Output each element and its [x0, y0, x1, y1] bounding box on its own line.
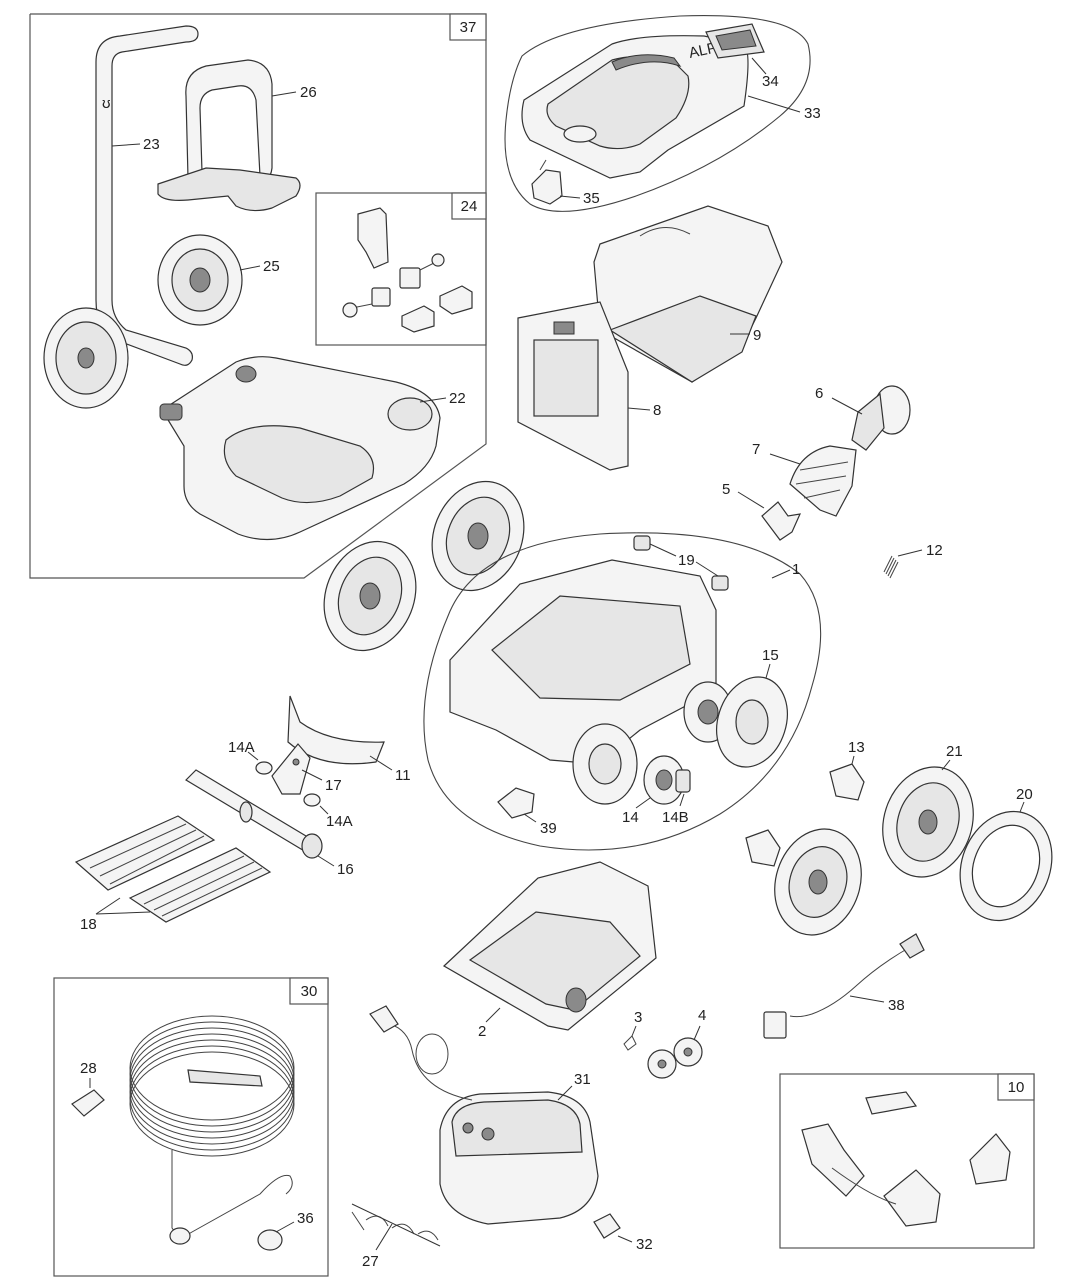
- callout-39: 39: [540, 820, 557, 837]
- callout-31: 31: [574, 1071, 591, 1088]
- callout-36: 36: [297, 1210, 314, 1227]
- callout-23: 23: [143, 136, 160, 153]
- callout-32: 32: [636, 1236, 653, 1253]
- clips-part-27: [351, 1211, 439, 1241]
- cable-part-38: [763, 933, 925, 1039]
- clip-part-19a: [633, 535, 651, 551]
- wheel-assembly-right: [774, 828, 862, 936]
- lid-latch-part-35: [531, 159, 563, 205]
- callout-1: 1: [792, 561, 800, 578]
- intake-part-6: [851, 385, 911, 451]
- swivel-part-28: [71, 1089, 105, 1117]
- filter-frame-part-8: [517, 301, 629, 471]
- callout-9: 9: [753, 327, 761, 344]
- drive-wheel-left-top: [431, 480, 525, 592]
- connector-part-32: [593, 1213, 621, 1239]
- callout-4: 4: [698, 1007, 706, 1024]
- callout-33: 33: [804, 105, 821, 122]
- callout-13: 13: [848, 739, 865, 756]
- brush-part-18a: [74, 815, 216, 891]
- kit-box-24: 24: [315, 192, 487, 346]
- kit-box-30: 30: [53, 977, 329, 1277]
- wheel-part-21: [882, 766, 974, 878]
- drive-wheel-left-bottom: [323, 540, 417, 652]
- spring-part-12: [883, 555, 899, 579]
- callout-7: 7: [752, 441, 760, 458]
- callout-25: 25: [263, 258, 280, 275]
- caddy-base-part: [159, 356, 441, 541]
- callout-27: 27: [362, 1253, 379, 1270]
- callout-14: 14: [622, 809, 639, 826]
- callout-37: 37: [460, 19, 477, 36]
- motor-block-part-2: [442, 861, 657, 1031]
- seal-part-39: [497, 787, 535, 819]
- callout-14b: 14B: [662, 809, 689, 826]
- lid-group-outline: [504, 15, 811, 212]
- callout-5: 5: [722, 481, 730, 498]
- callout-15: 15: [762, 647, 779, 664]
- spring-part-3: [623, 1035, 637, 1051]
- caddy-bracket-part: [157, 59, 301, 212]
- svg-text:ʊ: ʊ: [102, 95, 111, 112]
- callout-14a-bottom: 14A: [326, 813, 353, 830]
- callout-10: 10: [1008, 1079, 1025, 1096]
- caddy-wheel-25: [157, 234, 243, 326]
- gear-part-4: [647, 1037, 703, 1079]
- callout-24: 24: [461, 198, 478, 215]
- callout-35: 35: [583, 190, 600, 207]
- callout-26: 26: [300, 84, 317, 101]
- tire-part-20: [959, 810, 1053, 922]
- grate-part-7: [789, 445, 857, 517]
- callout-2: 2: [478, 1023, 486, 1040]
- filter-basket-part-9: [593, 205, 783, 383]
- callout-8: 8: [653, 402, 661, 419]
- callout-11: 11: [395, 767, 411, 784]
- callout-16: 16: [337, 861, 354, 878]
- gear-part-14: [643, 755, 691, 805]
- hub-part-13b: [745, 829, 781, 867]
- callout-3: 3: [634, 1009, 642, 1026]
- kit-box-37: 37: [29, 13, 487, 579]
- caddy-wheel-large: [43, 307, 129, 409]
- lid-part-33: ALPHA: [521, 35, 749, 179]
- callout-21: 21: [946, 743, 963, 760]
- hub-part-13: [829, 763, 865, 801]
- callout-34: 34: [762, 73, 779, 90]
- brush-part-18b: [128, 847, 272, 923]
- side-plate-part-15: [716, 676, 788, 768]
- cable-coil-part: [129, 1015, 295, 1251]
- bracket-part-17: [271, 743, 311, 795]
- clip-part-19b: [711, 575, 729, 591]
- kit-box-10: 10: [779, 1073, 1035, 1249]
- chassis-part-1: [449, 559, 733, 805]
- callout-22: 22: [449, 390, 466, 407]
- callout-20: 20: [1016, 786, 1033, 803]
- callout-17: 17: [325, 777, 342, 794]
- lid-handle-part-34: [705, 23, 765, 59]
- callout-30: 30: [301, 983, 318, 1000]
- callout-28: 28: [80, 1060, 97, 1077]
- callout-12: 12: [926, 542, 943, 559]
- callout-6: 6: [815, 385, 823, 402]
- bushing-part-14a-bottom: [303, 793, 321, 807]
- callout-18: 18: [80, 916, 97, 933]
- callout-38: 38: [888, 997, 905, 1014]
- chassis-group-outline: [423, 532, 822, 851]
- roller-part-16: [185, 769, 323, 859]
- bushing-part-14a-top: [255, 761, 273, 775]
- callout-19: 19: [678, 552, 695, 569]
- power-supply-part-31: [369, 1005, 599, 1225]
- impeller-part-5: [761, 501, 802, 541]
- callout-14a-top: 14A: [228, 739, 255, 756]
